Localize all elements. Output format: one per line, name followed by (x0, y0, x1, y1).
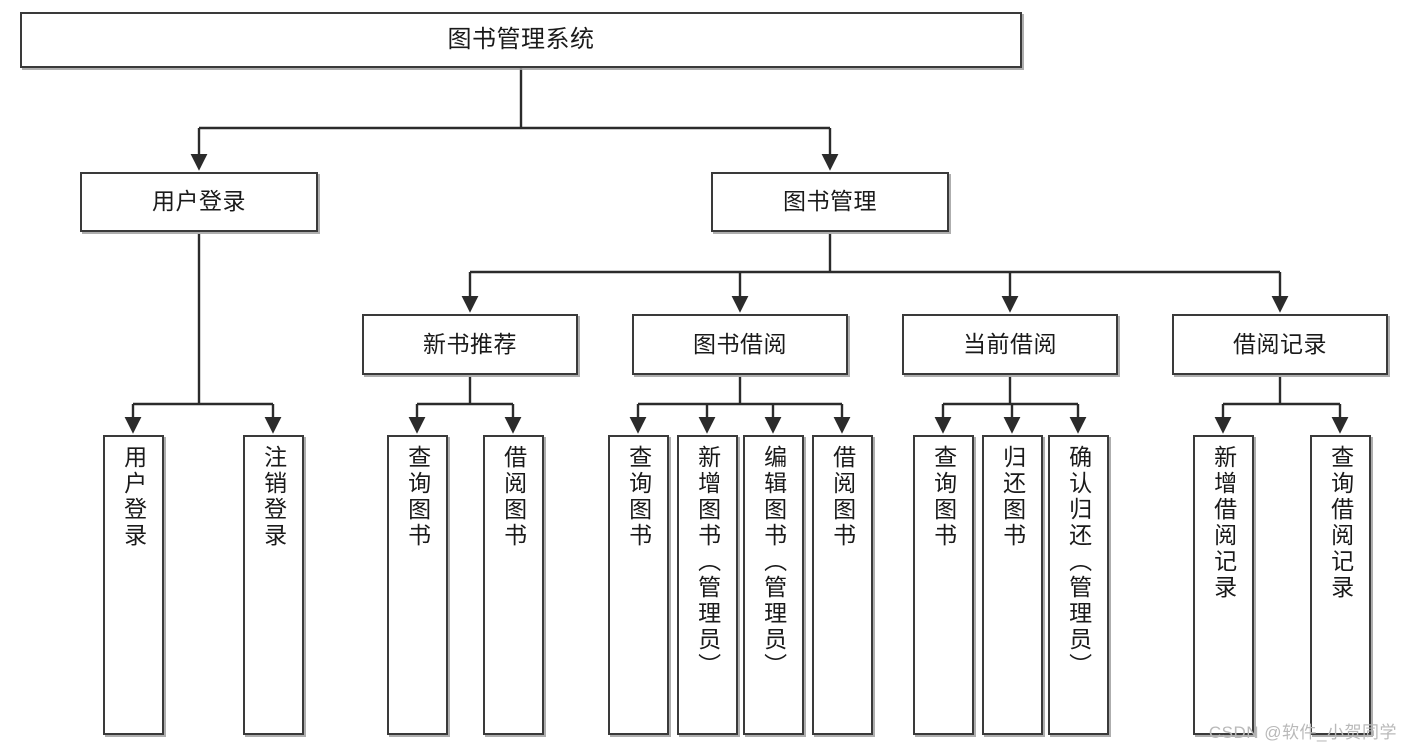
node-label: 借阅图书 (500, 445, 527, 549)
node-label: 借阅图书 (829, 445, 856, 549)
node-label: 查询图书 (404, 445, 431, 549)
node-label: 用户登录 (152, 188, 246, 215)
leaf-record-add-record[interactable]: 新增借阅记录 (1193, 435, 1254, 735)
leaf-record-query-record[interactable]: 查询借阅记录 (1310, 435, 1371, 735)
node-label: 新书推荐 (423, 330, 517, 357)
node-label: 确认归还（管理员） (1065, 445, 1092, 679)
node-label: 新增图书（管理员） (694, 445, 721, 679)
node-borrow-record[interactable]: 借阅记录 (1172, 314, 1388, 375)
node-label: 图书借阅 (693, 330, 787, 357)
node-label: 图书管理 (783, 188, 877, 215)
leaf-borrow-borrow-book[interactable]: 借阅图书 (812, 435, 873, 735)
node-label: 归还图书 (999, 445, 1026, 549)
leaf-current-query-book[interactable]: 查询图书 (913, 435, 974, 735)
leaf-user-login-logout[interactable]: 注销登录 (243, 435, 304, 735)
leaf-borrow-add-book[interactable]: 新增图书（管理员） (677, 435, 738, 735)
node-label: 注销登录 (260, 445, 287, 549)
node-label: 查询图书 (625, 445, 652, 549)
leaf-new-book-borrow[interactable]: 借阅图书 (483, 435, 544, 735)
leaf-borrow-edit-book[interactable]: 编辑图书（管理员） (743, 435, 804, 735)
node-root-system[interactable]: 图书管理系统 (20, 12, 1022, 68)
node-label: 新增借阅记录 (1210, 445, 1237, 601)
node-label: 用户登录 (120, 445, 147, 549)
csdn-watermark: CSDN @软件_小贺同学 (1208, 723, 1397, 742)
node-user-login[interactable]: 用户登录 (80, 172, 318, 232)
node-book-borrow[interactable]: 图书借阅 (632, 314, 848, 375)
leaf-new-book-query[interactable]: 查询图书 (387, 435, 448, 735)
leaf-borrow-query-book[interactable]: 查询图书 (608, 435, 669, 735)
node-label: 当前借阅 (963, 330, 1057, 357)
node-label: 图书管理系统 (447, 25, 595, 53)
leaf-current-return-book[interactable]: 归还图书 (982, 435, 1043, 735)
node-label: 编辑图书（管理员） (760, 445, 787, 679)
node-label: 查询图书 (930, 445, 957, 549)
leaf-user-login-login[interactable]: 用户登录 (103, 435, 164, 735)
node-current-borrow[interactable]: 当前借阅 (902, 314, 1118, 375)
node-label: 借阅记录 (1233, 330, 1327, 357)
node-book-management[interactable]: 图书管理 (711, 172, 949, 232)
leaf-current-confirm-return[interactable]: 确认归还（管理员） (1048, 435, 1109, 735)
node-label: 查询借阅记录 (1327, 445, 1354, 601)
node-new-book-recommend[interactable]: 新书推荐 (362, 314, 578, 375)
